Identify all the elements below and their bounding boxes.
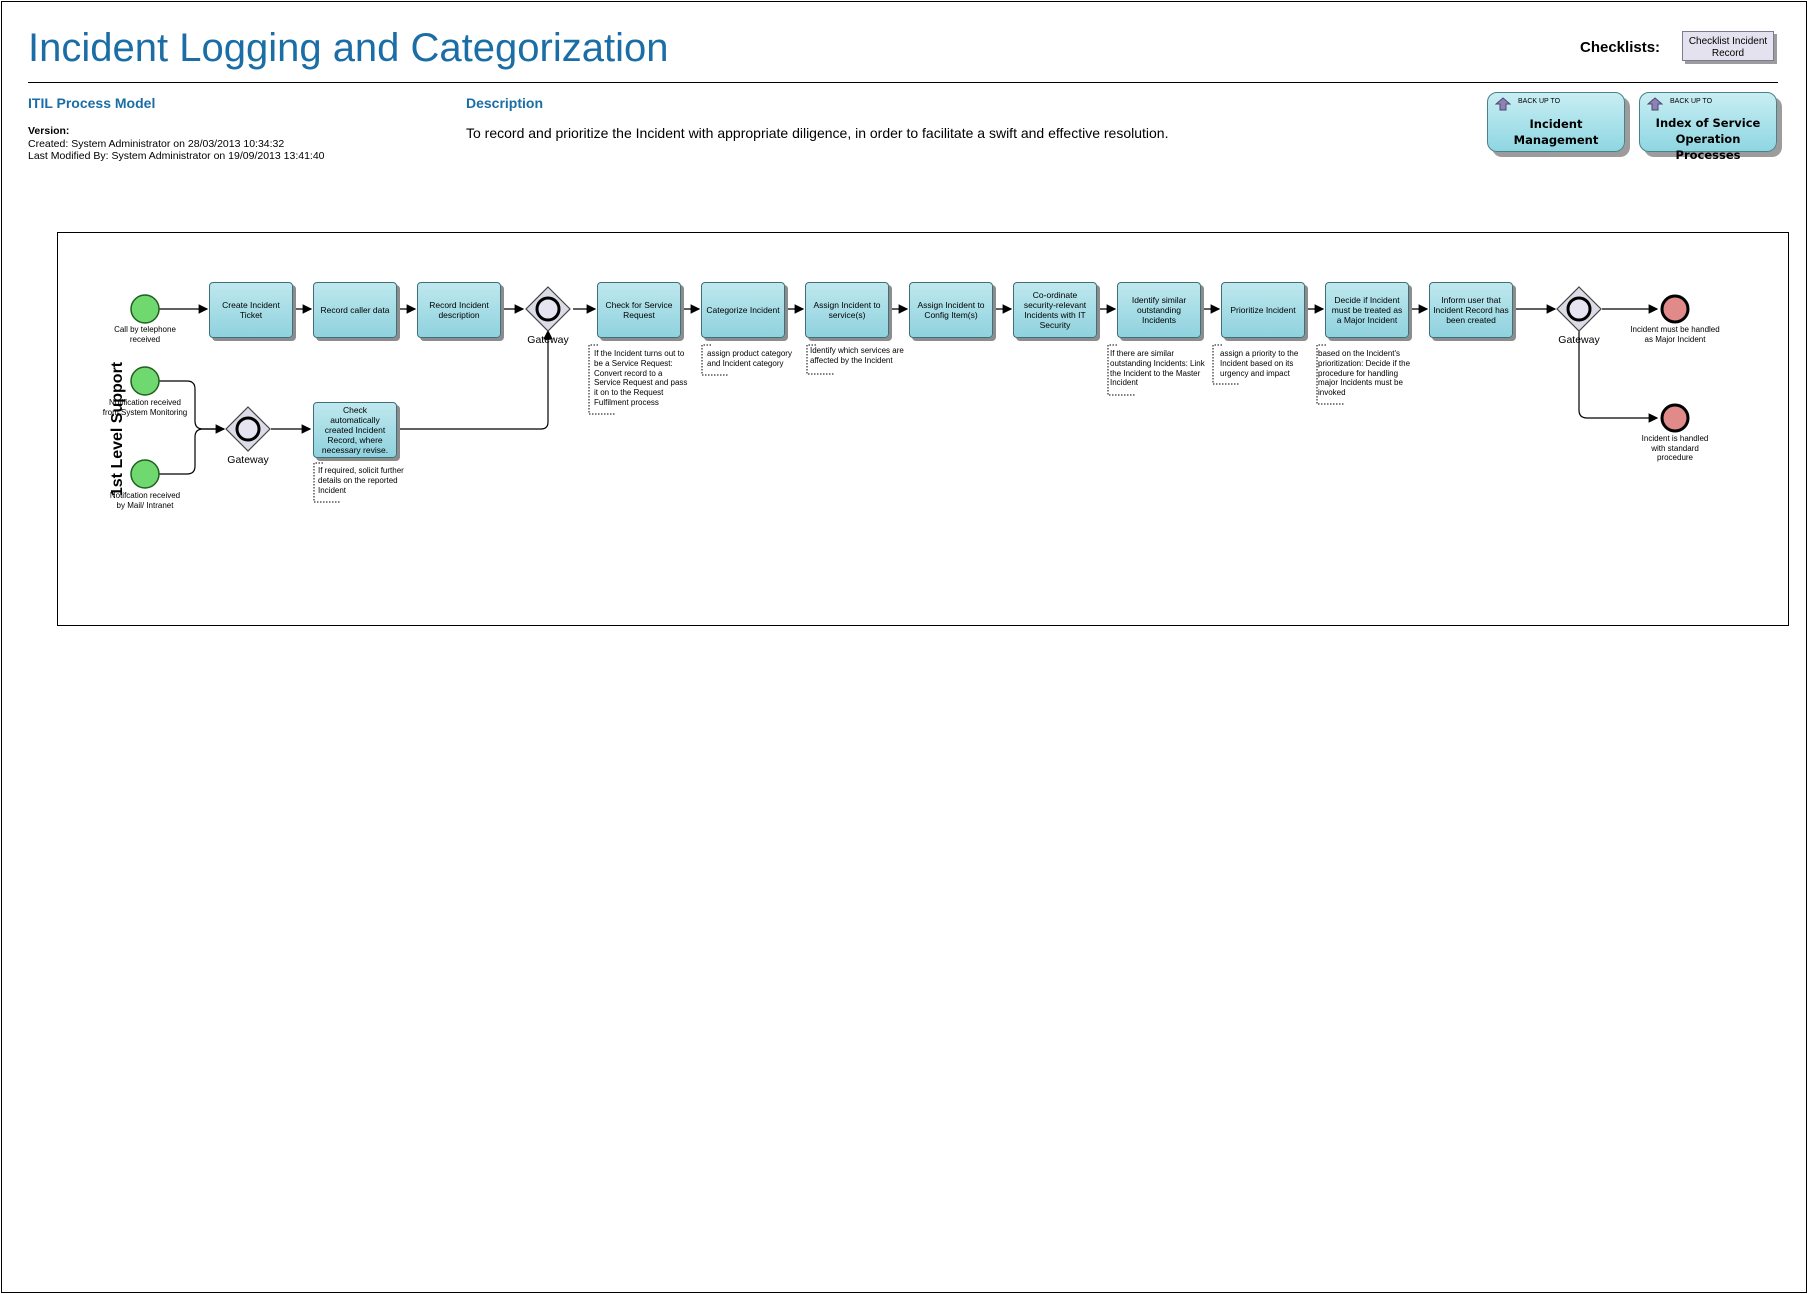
- task-identify-similar-incidents[interactable]: Identify similar outstanding Incidents: [1117, 282, 1201, 338]
- backup-label: Index of Service Operation Processes: [1655, 116, 1761, 162]
- gateway-shape-1: [525, 286, 571, 332]
- annotation-categorize: assign product category and Incident cat…: [707, 349, 792, 368]
- up-arrow-icon: [1495, 97, 1511, 111]
- task-coordinate-security[interactable]: Co-ordinate security-relevant Incidents …: [1013, 282, 1097, 338]
- task-prioritize-incident[interactable]: Prioritize Incident: [1221, 282, 1305, 338]
- start-event-monitoring-label: Notification received from System Monito…: [102, 398, 188, 417]
- checklist-incident-record-button[interactable]: Checklist Incident Record: [1682, 31, 1774, 61]
- annotation-identify-similar: If there are similar outstanding Inciden…: [1110, 349, 1205, 388]
- gateway-label: Gateway: [1558, 334, 1600, 346]
- start-event-mail-label: Notifcation received by Mail/ Intranet: [109, 491, 181, 510]
- start-event-mail: [130, 459, 160, 489]
- backup-small-label: BACK UP TO: [1670, 98, 1713, 105]
- page-title: Incident Logging and Categorization: [28, 26, 669, 70]
- task-inform-user[interactable]: Inform user that Incident Record has bee…: [1429, 282, 1513, 338]
- task-check-service-request[interactable]: Check for Service Request: [597, 282, 681, 338]
- start-event-telephone: [130, 294, 160, 324]
- task-assign-incident-services[interactable]: Assign Incident to service(s): [805, 282, 889, 338]
- task-check-auto-created-record[interactable]: Check automatically created Incident Rec…: [313, 402, 397, 458]
- title-divider: [28, 82, 1778, 83]
- annotation-check-auto: If required, solicit further details on …: [318, 466, 404, 495]
- task-assign-incident-config-items[interactable]: Assign Incident to Config Item(s): [909, 282, 993, 338]
- end-event-standard-label: Incident is handled with standard proced…: [1641, 434, 1709, 462]
- task-categorize-incident[interactable]: Categorize Incident: [701, 282, 785, 338]
- gateway-label: Gateway: [527, 334, 569, 346]
- modified-info: Last Modified By: System Administrator o…: [28, 150, 325, 162]
- backup-small-label: BACK UP TO: [1518, 98, 1561, 105]
- model-heading: ITIL Process Model: [28, 95, 156, 111]
- task-create-incident-ticket[interactable]: Create Incident Ticket: [209, 282, 293, 338]
- backup-label: Incident Management: [1513, 117, 1599, 147]
- gateway-shape-3: [1556, 286, 1602, 332]
- end-event-major-label: Incident must be handled as Major Incide…: [1630, 325, 1720, 344]
- gateway-shape-2: [225, 406, 271, 452]
- created-info: Created: System Administrator on 28/03/2…: [28, 138, 285, 150]
- task-decide-major-incident[interactable]: Decide if Incident must be treated as a …: [1325, 282, 1409, 338]
- task-record-caller-data[interactable]: Record caller data: [313, 282, 397, 338]
- backup-index-service-operation-button[interactable]: BACK UP TO Index of Service Operation Pr…: [1639, 92, 1777, 162]
- annotation-prioritize: assign a priority to the Incident based …: [1220, 349, 1299, 378]
- annotation-assign-services: Identify which services are affected by …: [810, 346, 904, 365]
- backup-incident-management-button[interactable]: BACK UP TO Incident Management: [1487, 92, 1625, 152]
- annotation-service-request: If the Incident turns out to be a Servic…: [594, 349, 688, 407]
- end-event-standard: [1660, 403, 1690, 433]
- checklists-label: Checklists:: [1580, 39, 1661, 56]
- process-pool: [57, 232, 1789, 626]
- up-arrow-icon: [1647, 97, 1663, 111]
- version-label: Version:: [28, 125, 70, 137]
- annotation-decide-major: based on the Incident's prioritization: …: [1318, 349, 1411, 398]
- end-event-major: [1660, 294, 1690, 324]
- gateway-label: Gateway: [227, 454, 269, 466]
- description-text: To record and prioritize the Incident wi…: [466, 125, 1169, 141]
- description-heading: Description: [466, 95, 544, 111]
- task-record-incident-description[interactable]: Record Incident description: [417, 282, 501, 338]
- start-event-monitoring: [130, 366, 160, 396]
- start-event-telephone-label: Call by telephone received: [114, 325, 176, 344]
